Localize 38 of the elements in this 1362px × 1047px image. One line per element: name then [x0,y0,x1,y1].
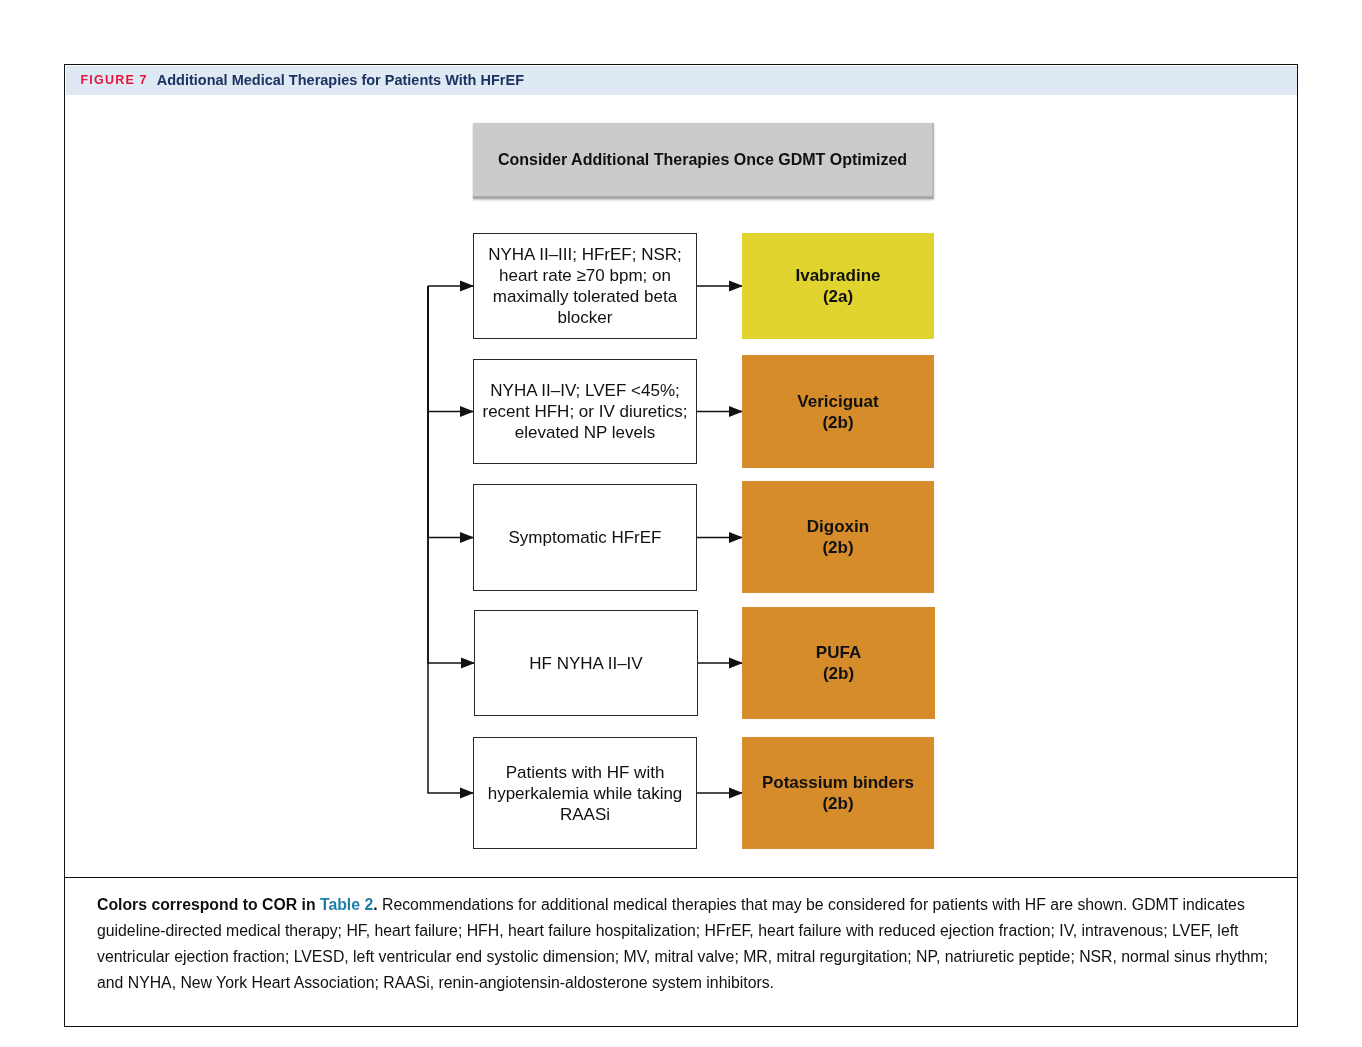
condition-box [473,484,697,591]
recommendation-class: (2b) [822,411,854,433]
arrow [696,406,743,417]
arrow [696,787,743,799]
therapy-box [742,233,934,339]
condition-text: Symptomatic HFrEF [508,527,662,548]
therapy-name: Potassium binders [761,772,915,793]
recommendation-class: (2a) [822,286,854,307]
recommendation-class: (2b) [822,793,854,814]
therapy-box [742,355,934,468]
therapy-name: Vericiguat [797,390,879,412]
caption-text: Colors correspond to COR in Table 2. Recommendations for additional medical therapies that may be considered for patients with HF are shown. GDMT indicates guideline-directed medical therapy; HF, heart failure; HFH, heart failure hospitalization; HFrEF, heart failure with reduced ejection fraction; IV, intravenous; LVEF, left ventricular ejection fraction; LVESD, left ventricular end systolic dimension; MV, mitral valve; MR, mitral regurgitation; NP, natriuretic peptide; NSR, normal sinus rhythm; and NYHA, New York Heart Association; RAASi, renin-angiotensin-aldosterone system inhibitors. [97,895,1269,993]
therapy-box [742,481,934,593]
recommendation-class: (2b) [822,663,855,684]
condition-box [474,610,698,716]
arrow [696,280,743,292]
condition-text: NYHA II–III; HFrEF; NSR; heart rate ≥70 bpm; on maximally tolerated beta blocker [487,244,683,328]
heading-text: Consider Additional Therapies Once GDMT Optimized [497,149,908,170]
table-link: Table 2 [319,896,374,913]
recommendation-class: (2b) [822,537,854,558]
condition-box [473,737,697,849]
arrow [427,280,474,292]
figure-title: Additional Medical Therapies for Patients With HFrEF [156,71,524,89]
arrow [696,532,743,543]
header-box [473,123,934,199]
therapy-name: Digoxin [806,516,870,537]
condition-text: HF NYHA II–IV [529,652,643,674]
condition-text: NYHA II–IV; LVEF <45%; recent HFH; or IV diuretics; elevated NP levels [481,380,689,443]
arrow [697,657,743,669]
condition-box [473,233,697,339]
arrow [427,285,474,799]
figure-number: FIGURE 7 [80,72,148,88]
therapy-box [742,737,934,849]
condition-box [473,359,697,464]
therapy-box [742,607,935,719]
therapy-name: Ivabradine [795,265,881,286]
therapy-name: PUFA [815,642,862,663]
condition-text: Patients with HF with hyperkalemia while taking RAASi [486,761,684,825]
